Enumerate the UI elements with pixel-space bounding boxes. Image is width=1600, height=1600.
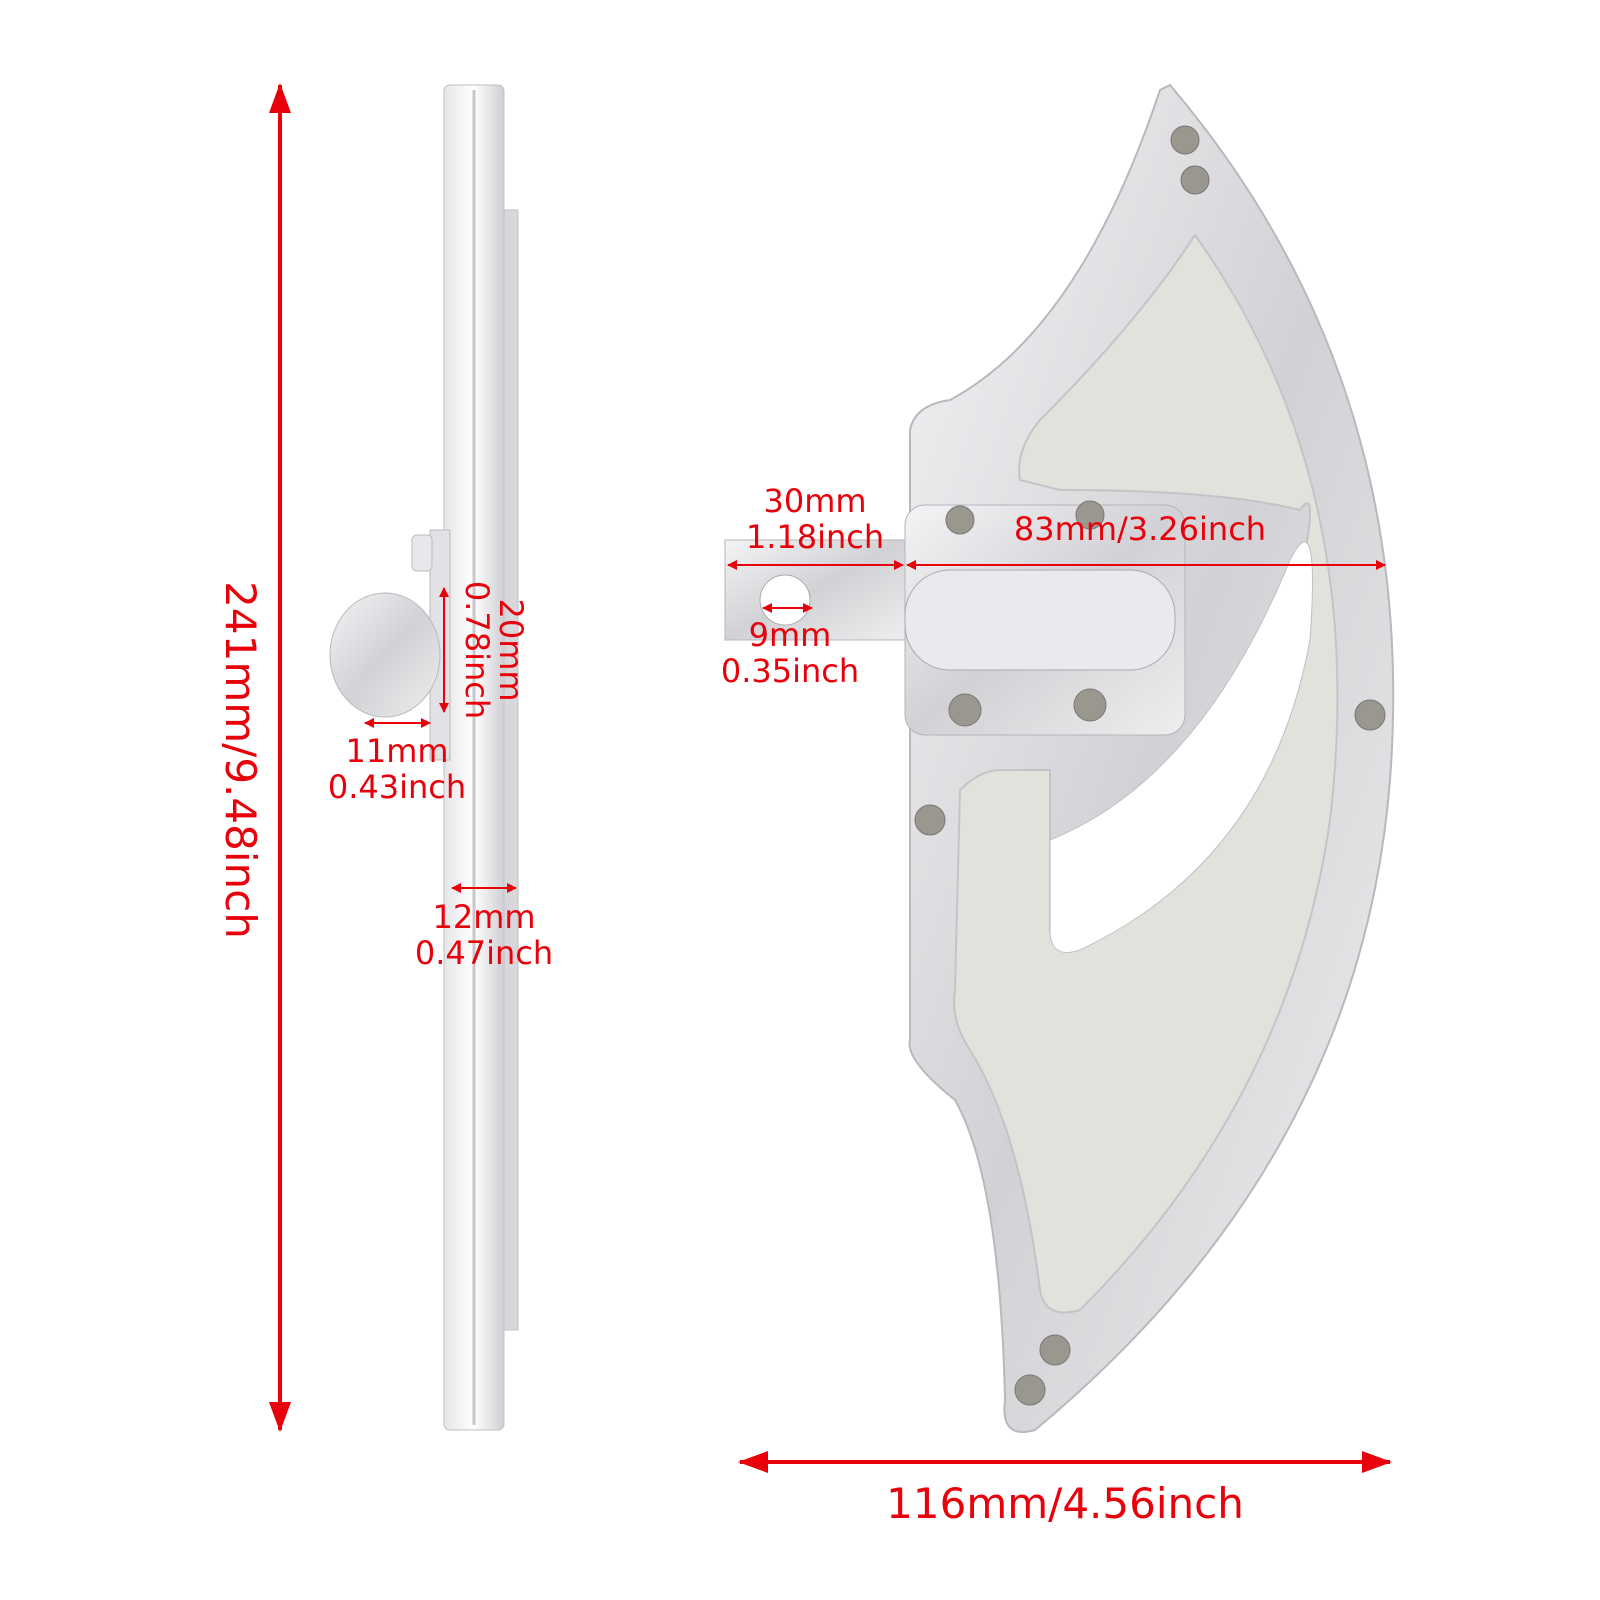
blade-reach-label: 83mm/3.26inch (1014, 510, 1266, 548)
mount-length-inch-label: 1.18inch (746, 518, 884, 556)
height-label: 241mm/9.48inch (216, 581, 265, 939)
knob-height-inch-label: 0.78inch (458, 581, 496, 719)
knob-depth-mm-label: 11mm (345, 732, 448, 770)
screws (914, 125, 1386, 1406)
plate-thickness-mm-label: 12mm (432, 898, 535, 936)
hole-mm-label: 9mm (749, 616, 832, 654)
front-view-part (724, 83, 1395, 1433)
side-view-part (329, 84, 519, 1431)
knob-height-mm-label: 20mm (492, 598, 530, 701)
plate-thickness-inch-label: 0.47inch (415, 934, 553, 972)
mount-length-mm-label: 30mm (763, 482, 866, 520)
hole-inch-label: 0.35inch (721, 652, 859, 690)
dimension-lines (269, 83, 1392, 1473)
knob-depth-inch-label: 0.43inch (328, 768, 466, 806)
width-label: 116mm/4.56inch (886, 1479, 1244, 1528)
